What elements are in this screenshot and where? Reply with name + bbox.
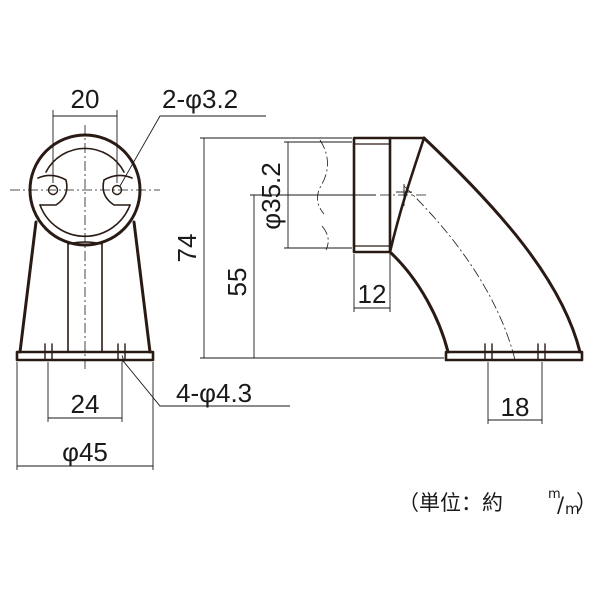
elbow-inner-curve <box>388 250 450 354</box>
elbow-axis <box>403 185 516 361</box>
unit-note: （単位：約 m / m ） <box>398 487 597 518</box>
stem-left-outer <box>18 220 38 354</box>
unit-note-m-top: m <box>548 487 561 502</box>
dim-74-label: 74 <box>172 234 202 263</box>
front-centerlines <box>10 125 160 370</box>
side-axis-cross <box>396 184 412 206</box>
dim-20-label: 20 <box>71 84 100 114</box>
side-view <box>352 136 584 362</box>
pipe-phantom-upper <box>317 139 328 215</box>
pipe-phantom-lower <box>321 225 329 251</box>
dim-4-phi43-label: 4-φ4.3 <box>176 378 252 408</box>
dim-24-label: 24 <box>71 389 100 419</box>
front-dimensions <box>16 110 290 470</box>
side-dimension-text: 74 55 φ35.2 12 18 <box>172 162 529 422</box>
leader-2-phi32 <box>119 115 266 187</box>
right-boss <box>102 174 133 206</box>
dim-2-phi32-label: 2-φ3.2 <box>162 84 238 114</box>
side-dimensions <box>200 137 543 424</box>
dim-phi352-label: φ35.2 <box>256 162 286 229</box>
left-boss <box>37 174 68 206</box>
unit-note-prefix: （単位：約 <box>398 491 503 515</box>
unit-note-suffix: ） <box>576 491 597 515</box>
side-base-plate <box>444 350 584 362</box>
stem-right-outer <box>132 220 152 354</box>
unit-note-m-bottom: m <box>565 500 580 518</box>
front-dimension-text: 20 2-φ3.2 24 4-φ4.3 φ45 <box>62 84 252 467</box>
elbow-outer-curve <box>422 136 582 354</box>
side-centerlines <box>317 139 516 361</box>
dim-12-label: 12 <box>358 279 387 309</box>
dim-55-label: 55 <box>222 268 252 297</box>
dim-phi45-label: φ45 <box>62 437 108 467</box>
unit-note-slash: / <box>557 493 565 517</box>
dim-18-label: 18 <box>501 392 530 422</box>
leader-4-phi43 <box>124 362 290 407</box>
